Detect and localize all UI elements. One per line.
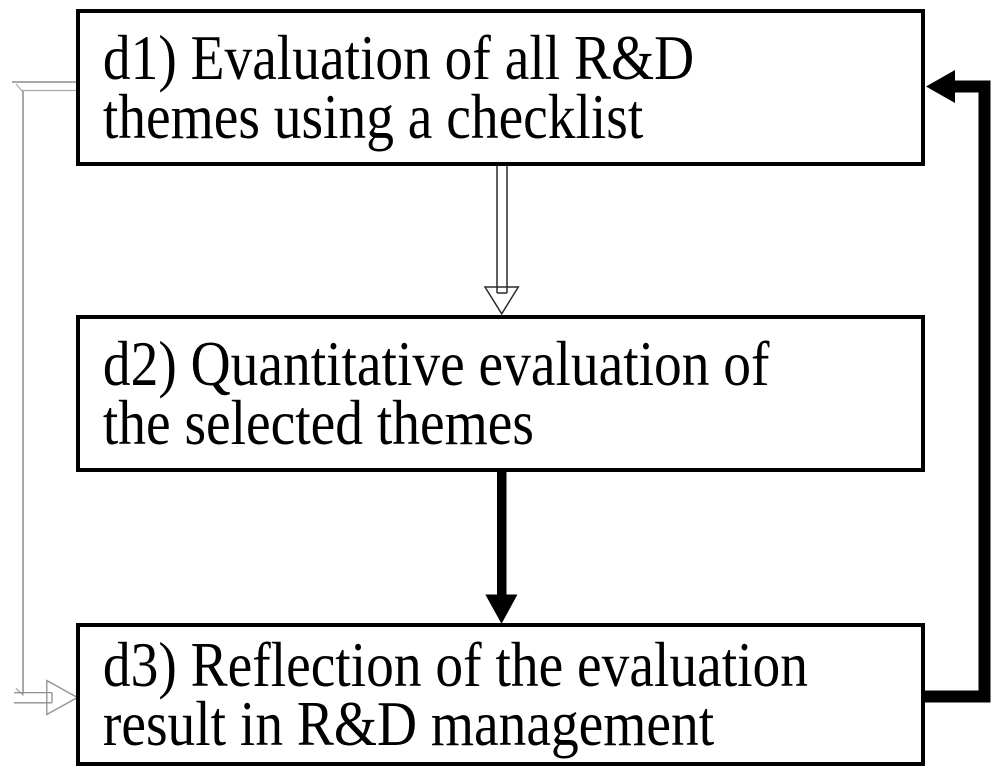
box-d1-line2: themes using a checklist bbox=[102, 81, 644, 152]
box-d3-line1: d3) Reflection of the evaluation bbox=[102, 629, 808, 700]
arrow-d3-to-d1-shaft bbox=[925, 80, 991, 703]
box-d1-label: d1) Evaluation of all R&D themes using a… bbox=[80, 22, 695, 152]
arrow-d1-to-d2-head-icon bbox=[483, 286, 520, 316]
box-d2-label: d2) Quantitative evaluation of the selec… bbox=[80, 328, 770, 458]
box-d3-line2: result in R&D management bbox=[102, 688, 715, 759]
box-d3: d3) Reflection of the evaluation result … bbox=[76, 623, 925, 766]
arrow-d1-to-d2-shaft bbox=[496, 166, 508, 294]
box-d3-label: d3) Reflection of the evaluation result … bbox=[80, 629, 808, 759]
connector-d1-to-d3 bbox=[12, 81, 78, 696]
arrow-d2-to-d3-shaft bbox=[497, 472, 507, 596]
arrow-d2-to-d3-head-icon bbox=[485, 594, 518, 624]
box-d1-line1: d1) Evaluation of all R&D bbox=[102, 22, 695, 93]
arrow-d2-to-d3 bbox=[485, 472, 518, 624]
box-d2-line1: d2) Quantitative evaluation of bbox=[102, 328, 770, 399]
connector-d1-to-d3-arrowhead bbox=[14, 679, 79, 716]
arrow-d3-to-d1-head-icon bbox=[926, 70, 955, 103]
arrow-d1-to-d2 bbox=[483, 166, 520, 316]
box-d2: d2) Quantitative evaluation of the selec… bbox=[76, 315, 925, 472]
arrow-d3-to-d1 bbox=[925, 70, 991, 703]
box-d2-line2: the selected themes bbox=[102, 387, 534, 458]
box-d1: d1) Evaluation of all R&D themes using a… bbox=[76, 9, 925, 166]
